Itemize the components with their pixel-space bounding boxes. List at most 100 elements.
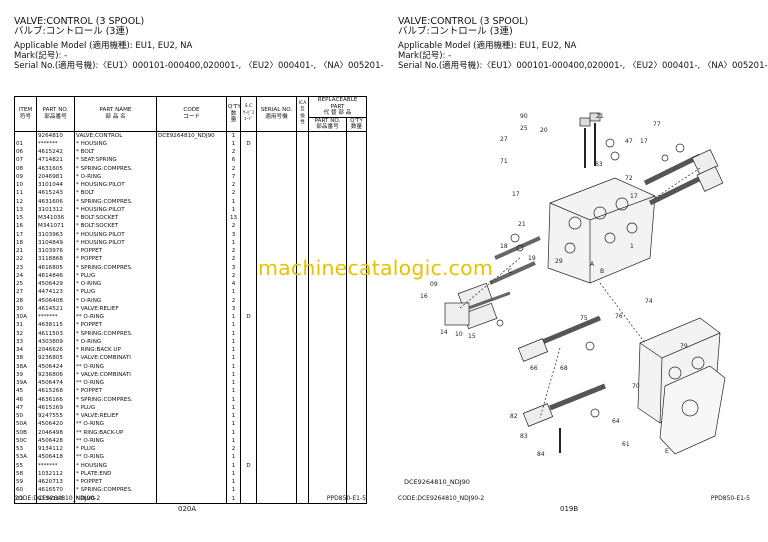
cell-rep-part-no <box>308 313 347 322</box>
footer-code: CODE:DCE9264810_NDJ90-2 <box>398 495 485 502</box>
serial-line: Serial No.(適用号機):〈EU1〉000101-000400,0200… <box>398 61 768 71</box>
cell-item: 50B <box>14 428 37 437</box>
cell-ica <box>296 428 309 437</box>
mark-line: Mark(記号): - <box>398 51 452 61</box>
cell-rep-part-no <box>308 280 347 289</box>
cell-code <box>156 214 227 223</box>
svg-text:17: 17 <box>630 193 638 200</box>
svg-text:17: 17 <box>512 191 520 198</box>
cell-sc <box>240 469 257 478</box>
svg-text:25: 25 <box>520 125 528 132</box>
cell-sc: D <box>240 313 257 322</box>
applicable-model: Applicable Model (適用機種): EU1, EU2, NA <box>14 41 193 51</box>
cell-part-name: * POPPET <box>74 387 157 396</box>
cell-item: 31 <box>14 321 37 330</box>
svg-text:70: 70 <box>632 383 640 390</box>
cell-rep-part-no <box>308 362 347 371</box>
cell-rep-qty <box>345 288 368 297</box>
cell-rep-part-no <box>308 214 347 223</box>
cell-code <box>156 148 227 157</box>
cell-serial <box>256 403 297 412</box>
cell-rep-part-no <box>308 172 347 181</box>
col-ica: ICA 互 換 性 <box>296 96 309 132</box>
left-page: VALVE:CONTROL (3 SPOOL) バルブ:コントロール (3連) … <box>14 17 384 513</box>
cell-item: 01 <box>14 139 37 148</box>
cell-part-name: * VALVE:RELIEF <box>74 412 157 421</box>
cell-qty: 3 <box>226 263 241 272</box>
cell-part-no: ******* <box>36 461 75 470</box>
cell-code <box>156 288 227 297</box>
cell-qty: 1 <box>226 453 241 462</box>
cell-part-no: 3101312 <box>36 205 75 214</box>
cell-rep-part-no <box>308 131 347 140</box>
cell-qty: 1 <box>226 412 241 421</box>
cell-part-no: 3104849 <box>36 238 75 247</box>
cell-sc <box>240 304 257 313</box>
cell-code <box>156 395 227 404</box>
cell-code <box>156 403 227 412</box>
cell-ica <box>296 172 309 181</box>
cell-part-no: 9236805 <box>36 354 75 363</box>
cell-rep-qty <box>345 164 368 173</box>
cell-rep-qty <box>345 131 368 140</box>
cell-part-name: * RING:BACK UP <box>74 346 157 355</box>
cell-code <box>156 230 227 239</box>
cell-rep-part-no <box>308 469 347 478</box>
cell-sc <box>240 222 257 231</box>
cell-sc <box>240 412 257 421</box>
cell-sc <box>240 354 257 363</box>
cell-ica <box>296 329 309 338</box>
cell-serial <box>256 181 297 190</box>
cell-rep-qty <box>345 420 368 429</box>
svg-text:64: 64 <box>612 418 620 425</box>
cell-rep-qty <box>345 148 368 157</box>
cell-part-name: ** RING:BACK-UP <box>74 428 157 437</box>
cell-ica <box>296 156 309 165</box>
col-part-name: PART NAME 部 品 名 <box>74 96 157 132</box>
cell-ica <box>296 494 309 504</box>
cell-ica <box>296 403 309 412</box>
cell-qty: 2 <box>226 164 241 173</box>
cell-code <box>156 436 227 445</box>
cell-qty: 1 <box>226 197 241 206</box>
svg-text:21: 21 <box>518 221 526 228</box>
cell-sc <box>240 428 257 437</box>
cell-sc <box>240 346 257 355</box>
cell-sc <box>240 230 257 239</box>
cell-item: 12 <box>14 197 37 206</box>
cell-serial <box>256 436 297 445</box>
diagram-code-label: DCE9264810_NDJ90 <box>404 478 470 486</box>
cell-item: 53 <box>14 445 37 454</box>
cell-sc <box>240 247 257 256</box>
right-page: VALVE:CONTROL (3 SPOOL) バルブ:コントロール (3連) … <box>384 0 768 542</box>
svg-text:29: 29 <box>555 258 563 265</box>
cell-code <box>156 263 227 272</box>
cell-serial <box>256 313 297 322</box>
cell-ica <box>296 354 309 363</box>
cell-code <box>156 222 227 231</box>
cell-serial <box>256 494 297 504</box>
cell-rep-part-no <box>308 222 347 231</box>
cell-code: DCE9264810_NDJ90 <box>156 131 227 140</box>
cell-ica <box>296 247 309 256</box>
cell-part-name: * POPPET <box>74 247 157 256</box>
cell-sc <box>240 445 257 454</box>
cell-sc <box>240 436 257 445</box>
cell-item: 21 <box>14 247 37 256</box>
cell-item: 53A <box>14 453 37 462</box>
cell-rep-qty <box>345 313 368 322</box>
end-plate <box>659 365 726 455</box>
cell-rep-part-no <box>308 478 347 487</box>
cell-code <box>156 387 227 396</box>
cell-ica <box>296 362 309 371</box>
cell-serial <box>256 214 297 223</box>
cell-rep-part-no <box>308 288 347 297</box>
bolts-top <box>579 112 620 168</box>
cell-serial <box>256 478 297 487</box>
cell-qty: 2 <box>226 189 241 198</box>
